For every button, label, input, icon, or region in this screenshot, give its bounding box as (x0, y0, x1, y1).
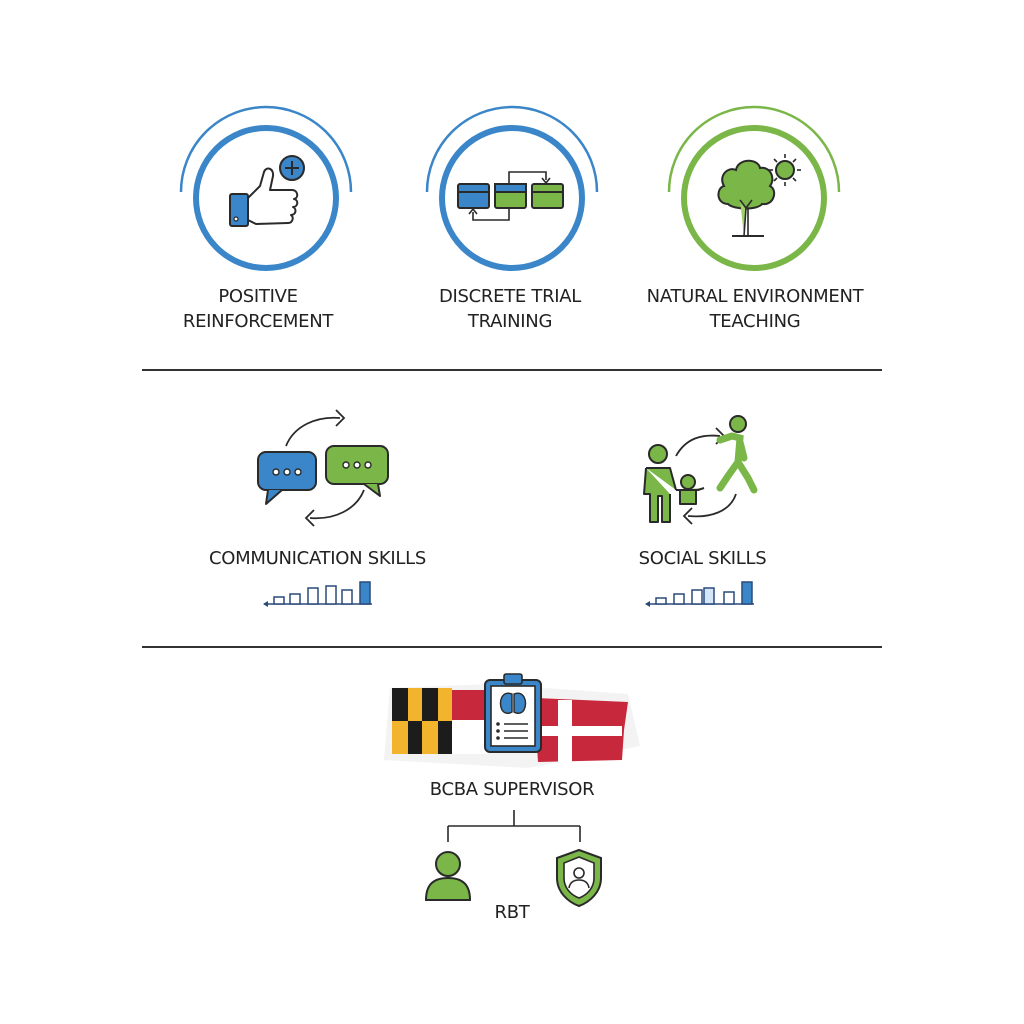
method-label-discrete-trial: DISCRETE TRIAL TRAINING (438, 286, 582, 332)
person-icon (424, 851, 472, 901)
social-progress-chart (645, 581, 754, 607)
supervisor-label: BCBA SUPERVISOR (429, 779, 595, 800)
tree-sun-icon (717, 154, 801, 237)
section-divider-1 (142, 369, 882, 371)
rbt-label: RBT (494, 902, 530, 923)
clipboard-brain-icon (484, 673, 542, 753)
positive-reinforcement-badge (179, 105, 353, 271)
maryland-flag-black-gold (392, 688, 452, 754)
skill-label-social: SOCIAL SKILLS (638, 548, 767, 569)
thumbs-up-plus-icon (229, 155, 305, 227)
shield-person-icon (556, 848, 602, 908)
trial-cards-icon (457, 171, 564, 221)
section-divider-2 (142, 646, 882, 648)
supervision-connector (447, 810, 581, 842)
communication-progress-chart (263, 581, 372, 607)
people-interaction-icon (643, 415, 758, 525)
method-label-positive-reinforcement: POSITIVE REINFORCEMENT (182, 286, 334, 332)
chat-bubbles-icon (257, 409, 389, 527)
discrete-trial-badge (425, 105, 599, 271)
skill-label-communication: COMMUNICATION SKILLS (209, 548, 426, 569)
method-label-natural-environment: NATURAL ENVIRONMENT TEACHING (646, 286, 864, 332)
natural-environment-badge (667, 105, 841, 271)
